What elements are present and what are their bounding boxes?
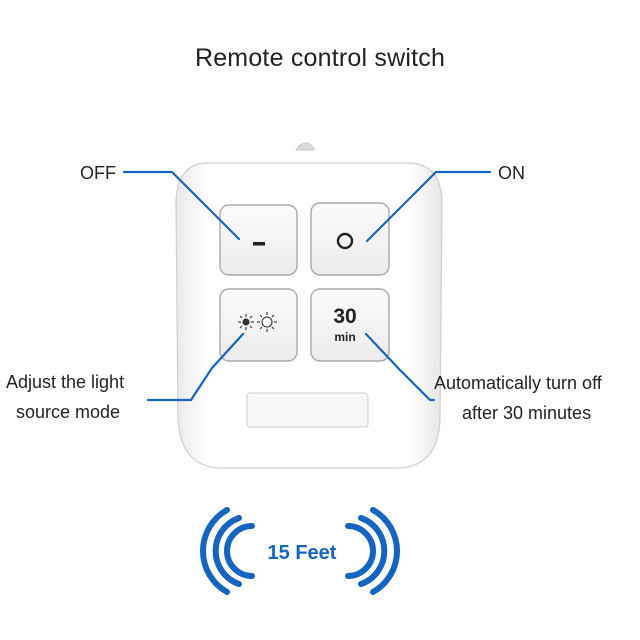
mode-button[interactable]: [219, 288, 298, 362]
light-mode-icon: [238, 312, 277, 332]
range-label: 15 Feet: [268, 542, 337, 564]
diagram-title: Remote control switch: [194, 44, 446, 72]
timer-button[interactable]: 30 min: [310, 288, 390, 362]
off-label: OFF: [80, 163, 116, 183]
mode-callout-line: [146, 332, 245, 402]
off-callout-line: [122, 170, 241, 241]
off-button[interactable]: [219, 204, 298, 276]
timer-value: 30: [333, 305, 356, 328]
minus-icon: [253, 242, 265, 246]
timer-unit: min: [334, 330, 355, 344]
timer-callout-line: [364, 332, 436, 402]
timer-label: Automatically turn off after 30 minutes: [434, 373, 602, 423]
on-label: ON: [498, 163, 525, 183]
on-button[interactable]: [310, 202, 390, 276]
on-callout-line: [365, 170, 492, 243]
wireless-signal-icon: [199, 507, 401, 595]
circle-icon: [336, 232, 354, 250]
remote-body: [175, 142, 443, 469]
remote-slot: [246, 392, 369, 428]
mode-label: Adjust the light source mode: [6, 372, 125, 422]
